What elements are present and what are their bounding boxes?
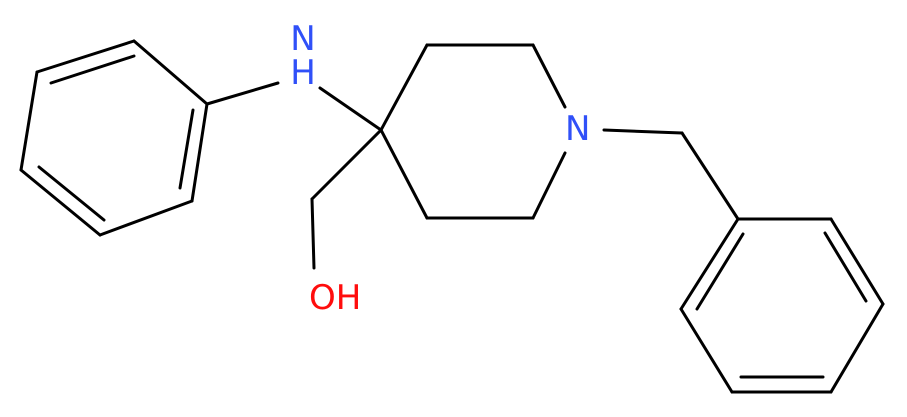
bond xyxy=(35,39,136,74)
amine-n-letter: N xyxy=(290,19,316,59)
piperidine-n-label: N xyxy=(565,109,591,149)
bond xyxy=(19,70,39,172)
bond xyxy=(178,108,195,190)
bond xyxy=(98,199,194,237)
bond xyxy=(37,165,106,222)
amine-nh-label: N H xyxy=(283,22,323,90)
bond xyxy=(318,86,383,132)
bond xyxy=(379,128,429,220)
bond xyxy=(49,54,136,85)
bond xyxy=(205,81,280,106)
bond xyxy=(531,151,567,220)
bond xyxy=(132,39,209,106)
bond xyxy=(310,197,316,270)
bond xyxy=(680,131,740,221)
bond xyxy=(19,168,102,237)
amine-h-letter: H xyxy=(290,53,316,93)
bond xyxy=(531,43,567,109)
bond xyxy=(379,43,429,132)
bond xyxy=(829,217,885,306)
bond xyxy=(679,307,734,394)
bond xyxy=(190,102,209,203)
bond xyxy=(695,232,745,311)
bond xyxy=(602,128,684,135)
bond xyxy=(679,217,740,311)
bond xyxy=(823,231,868,303)
hydroxyl-label: OH xyxy=(309,278,362,318)
bond xyxy=(310,128,383,201)
bond xyxy=(829,302,885,394)
